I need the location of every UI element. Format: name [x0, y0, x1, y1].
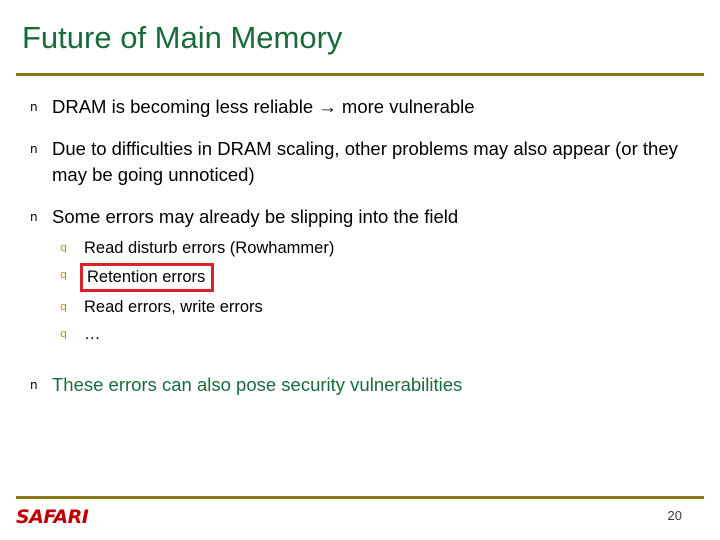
square-bullet-icon: n [30, 142, 38, 156]
bullet-text: These errors can also pose security vuln… [52, 374, 463, 395]
safari-logo: SAFARI [16, 506, 89, 528]
hollow-square-bullet-icon: q [60, 300, 67, 313]
sub-bullet-item: q Retention errors [52, 263, 706, 292]
square-bullet-icon: n [30, 210, 38, 224]
hollow-square-bullet-icon: q [60, 327, 67, 340]
bullet-item: n DRAM is becoming less reliable → more … [16, 94, 706, 120]
sub-bullet-item: q Read errors, write errors [52, 295, 706, 319]
hollow-square-bullet-icon: q [60, 268, 67, 281]
page-title: Future of Main Memory [22, 20, 343, 55]
page-number: 20 [667, 508, 682, 523]
sub-bullet-list: q Read disturb errors (Rowhammer) q Rete… [52, 236, 706, 346]
hollow-square-bullet-icon: q [60, 241, 67, 254]
title-divider [16, 73, 704, 76]
square-bullet-icon: n [30, 378, 38, 392]
bullet-item: n These errors can also pose security vu… [16, 372, 706, 398]
bullet-text: DRAM is becoming less reliable → more vu… [52, 96, 475, 117]
sub-bullet-item: q Read disturb errors (Rowhammer) [52, 236, 706, 260]
sub-bullet-text: Read errors, write errors [84, 298, 263, 316]
sub-bullet-item: q … [52, 322, 706, 346]
bullet-item: n Some errors may already be slipping in… [16, 204, 706, 230]
sub-bullet-text: … [84, 325, 101, 343]
highlighted-sub-bullet-text: Retention errors [80, 263, 215, 292]
bullet-text: Due to difficulties in DRAM scaling, oth… [52, 138, 678, 185]
footer-divider [16, 496, 704, 499]
bullet-text: Some errors may already be slipping into… [52, 206, 459, 227]
slide-body: n DRAM is becoming less reliable → more … [16, 84, 706, 398]
bullet-item: n Due to difficulties in DRAM scaling, o… [16, 136, 706, 188]
square-bullet-icon: n [30, 100, 38, 114]
sub-bullet-text: Read disturb errors (Rowhammer) [84, 239, 335, 257]
